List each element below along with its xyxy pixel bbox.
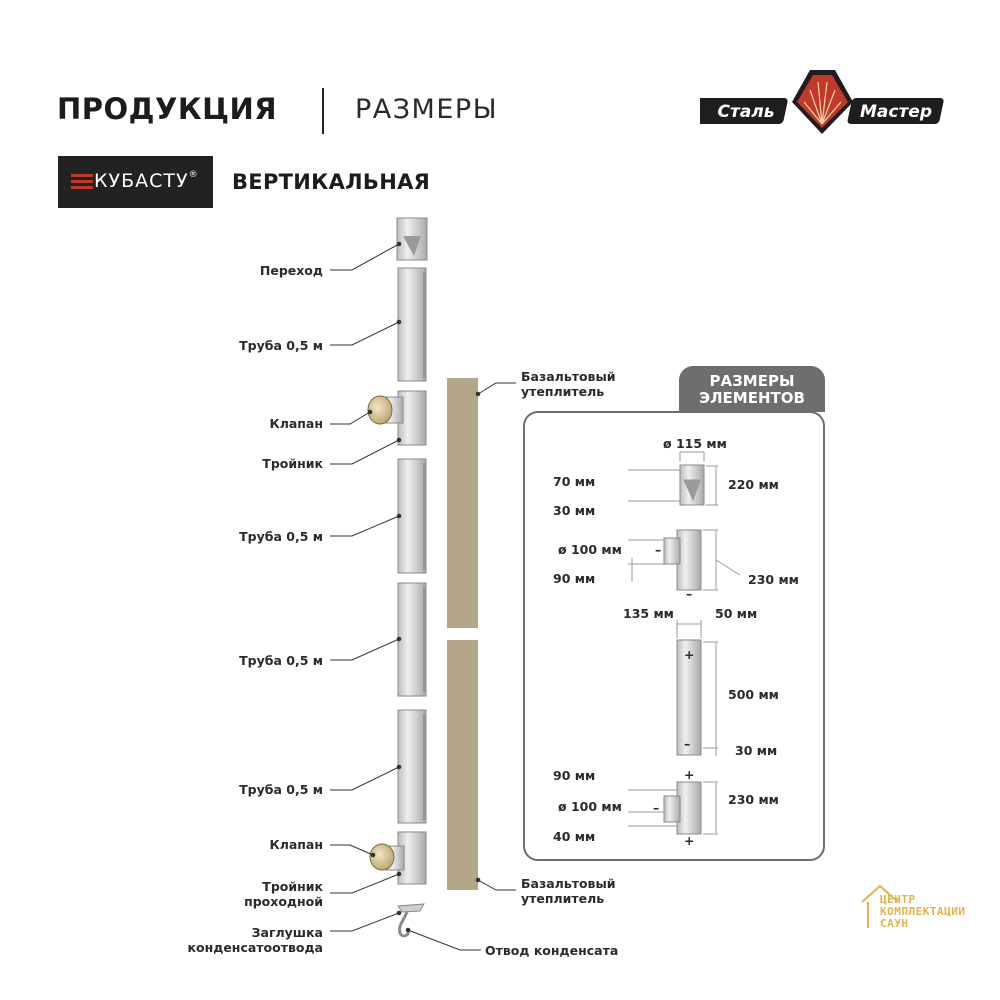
pipe-1 — [397, 267, 427, 382]
brand-name: КУБАСТУ® — [94, 170, 199, 192]
tee-through-plus-mark-bottom: + — [684, 833, 695, 848]
tee-minus-mark: – — [655, 542, 662, 557]
dim-tee-through-height: 230 мм — [728, 792, 779, 807]
stripes-icon — [71, 174, 93, 190]
label-pipe-3: Труба 0,5 м — [239, 653, 323, 668]
dim-tee-through-bottom-offset: 40 мм — [553, 829, 596, 844]
watermark-line-3: САУН — [880, 917, 909, 930]
insulation-bottom — [447, 640, 478, 890]
watermark-line-1: ЦЕНТР — [880, 893, 916, 906]
dim-transition-height: 220 мм — [728, 477, 779, 492]
registered-mark: ® — [188, 170, 199, 180]
label-condensate-outlet: Отвод конденсата — [485, 943, 619, 958]
label-pipe-4: Труба 0,5 м — [239, 782, 323, 797]
pipe-plus-mark: + — [684, 647, 695, 662]
tee-through-plus-mark: + — [684, 767, 695, 782]
assembly-type-title: ВЕРТИКАЛЬНАЯ — [232, 170, 431, 194]
condensate-plug — [397, 903, 425, 938]
dim-pipe-length: 500 мм — [728, 687, 779, 702]
dim-pipe-diameter: 135 мм — [623, 606, 674, 621]
label-valve-1: Клапан — [269, 416, 323, 431]
stalmaster-logo: Сталь Мастер — [691, 62, 945, 142]
dim-transition-diameter: ø 115 мм — [663, 436, 727, 451]
pipe-4 — [397, 709, 427, 824]
dim-transition-top-offset: 70 мм — [553, 474, 596, 489]
tee-through-minus-mark: – — [653, 800, 660, 815]
page-title: ПРОДУКЦИЯ — [57, 92, 278, 126]
label-pipe-1: Труба 0,5 м — [239, 338, 323, 353]
house-icon — [861, 884, 899, 928]
dim-tee-branch-offset: 90 мм — [553, 571, 596, 586]
dim-transition-bottom-offset: 30 мм — [553, 503, 596, 518]
label-tee: Тройник — [262, 456, 323, 471]
page-section-title: РАЗМЕРЫ — [355, 94, 499, 125]
label-transition: Переход — [259, 263, 323, 278]
sauna-center-watermark: ЦЕНТР КОМПЛЕКТАЦИИ САУН — [860, 880, 980, 950]
watermark-line-2: КОМПЛЕКТАЦИИ — [880, 905, 966, 918]
label-valve-2: Клапан — [269, 837, 323, 852]
insulation-top — [447, 378, 478, 628]
tee-1 — [367, 390, 427, 446]
dim-pipe-bottom: 30 мм — [735, 743, 778, 758]
kubastu-brand-badge: КУБАСТУ® — [58, 156, 213, 208]
dim-tee-branch-diameter: ø 100 мм — [558, 542, 622, 557]
label-pipe-2: Труба 0,5 м — [239, 529, 323, 544]
dim-tee-through-branch-diameter: ø 100 мм — [558, 799, 622, 814]
dim-tee-through-top-offset: 90 мм — [553, 768, 596, 783]
tee-through — [369, 831, 427, 885]
logo-right-word: Мастер — [860, 102, 932, 122]
tee-minus-mark-bottom: – — [686, 586, 693, 601]
dim-tee-height: 230 мм — [748, 572, 799, 587]
dim-pipe-wall: 50 мм — [715, 606, 758, 621]
pipe-2 — [397, 458, 427, 574]
pipe-minus-mark: – — [684, 736, 691, 751]
pipe-3 — [397, 582, 427, 697]
logo-left-word: Сталь — [717, 102, 774, 122]
header-divider — [322, 88, 324, 134]
transition-part — [396, 217, 428, 261]
